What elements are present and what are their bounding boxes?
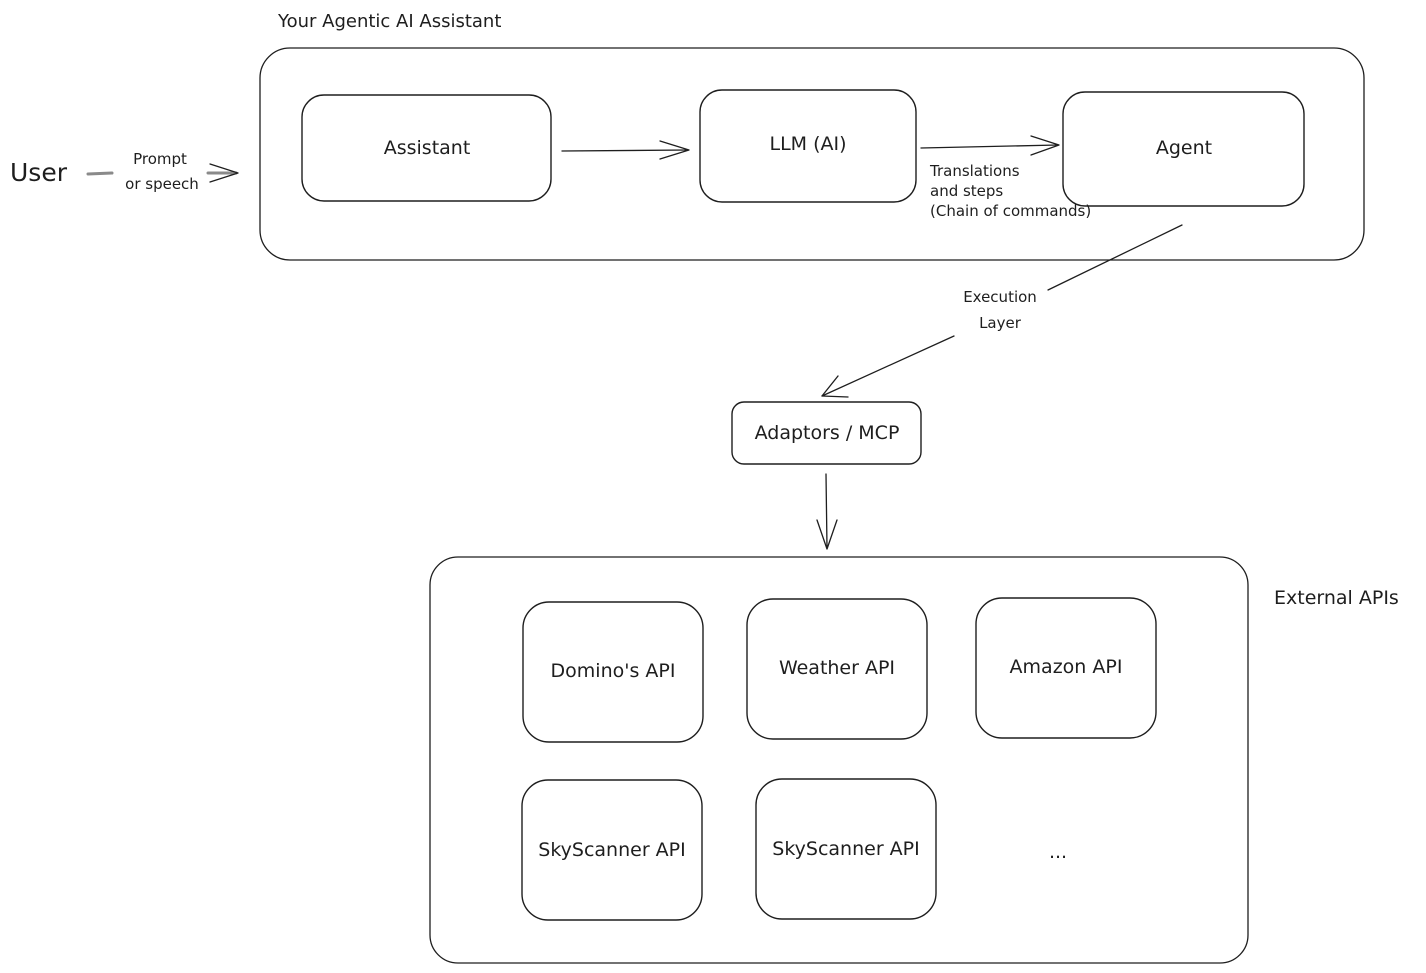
- skyscanner-api-node-2: [755, 778, 937, 920]
- assistant-to-llm-arrowhead: [659, 140, 690, 160]
- agent-node: [1062, 91, 1305, 207]
- execution-arrow-lower: [821, 335, 955, 397]
- llm-to-agent-arrow: [920, 144, 1059, 149]
- more-apis-ellipsis: ...: [1049, 841, 1067, 863]
- llm-node-label: LLM (AI): [769, 133, 846, 155]
- dominos-api-label: Domino's API: [551, 660, 676, 682]
- assistant-container-title: Your Agentic AI Assistant: [277, 11, 501, 32]
- adaptors-node: [731, 401, 922, 465]
- assistant-container: [259, 47, 1365, 261]
- adaptors-to-apis-arrowhead: [816, 519, 838, 550]
- external-apis-title: External APIs: [1274, 587, 1399, 609]
- llm-to-agent-arrowhead: [1030, 135, 1060, 156]
- skyscanner-api-node: [521, 779, 703, 921]
- adaptors-to-apis-arrow: [825, 473, 828, 549]
- dominos-api-node: [522, 601, 704, 743]
- amazon-api-label: Amazon API: [1010, 656, 1123, 678]
- translation-note-line1: Translations: [929, 162, 1020, 180]
- assistant-node: [301, 94, 552, 202]
- input-label-line1: Prompt: [133, 150, 187, 168]
- weather-api-node: [746, 598, 928, 740]
- input-label-line2: or speech: [125, 175, 199, 193]
- llm-node: [699, 89, 917, 203]
- adaptors-node-label: Adaptors / MCP: [755, 422, 900, 444]
- translation-note-line2: and steps: [930, 182, 1003, 200]
- skyscanner-api-label-2: SkyScanner API: [772, 838, 919, 860]
- skyscanner-api-label: SkyScanner API: [538, 839, 685, 861]
- agent-node-label: Agent: [1156, 137, 1212, 159]
- execution-label-line2: Layer: [979, 314, 1022, 332]
- execution-label-line1: Execution: [963, 288, 1037, 306]
- external-apis-container: [429, 556, 1249, 964]
- user-input-line: [86, 171, 114, 176]
- user-label: User: [10, 158, 68, 187]
- execution-arrow-upper: [1047, 224, 1183, 291]
- user-input-arrowhead: [209, 163, 239, 183]
- translation-note-line3: (Chain of commands): [930, 202, 1091, 220]
- amazon-api-node: [975, 597, 1157, 739]
- assistant-node-label: Assistant: [384, 137, 471, 159]
- weather-api-label: Weather API: [779, 657, 895, 679]
- assistant-to-llm-arrow: [561, 149, 689, 152]
- execution-arrowhead: [821, 375, 849, 398]
